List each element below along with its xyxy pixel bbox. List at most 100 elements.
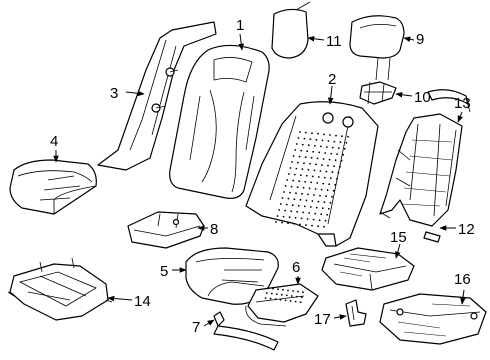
callout-9: 9 xyxy=(416,31,424,48)
callout-8: 8 xyxy=(210,221,218,238)
perforation-dot xyxy=(272,287,274,290)
perforation-dot xyxy=(282,288,284,291)
perforation-dot xyxy=(305,199,308,202)
perforation-dot xyxy=(287,289,289,292)
perforation-dot xyxy=(291,161,293,163)
perforation-dot xyxy=(275,293,278,296)
perforation-dot xyxy=(286,179,289,181)
perforation-dot xyxy=(279,298,282,301)
callout-1: 1 xyxy=(236,17,244,34)
perforation-dot xyxy=(331,195,333,198)
perforation-dot xyxy=(290,295,293,297)
perforation-dot xyxy=(335,134,337,137)
perforation-dot xyxy=(301,192,303,195)
perforation-dot xyxy=(313,144,316,147)
part-16-lower-seat-frame[interactable] xyxy=(379,293,487,345)
perforation-dot xyxy=(294,216,297,219)
perforation-dot xyxy=(284,299,287,302)
perforation-dot xyxy=(294,149,297,151)
perforation-dot xyxy=(305,224,307,226)
perforation-dot xyxy=(292,155,295,157)
callout-leaders xyxy=(53,33,466,327)
perforation-dot xyxy=(323,176,326,179)
part-17-bracket[interactable] xyxy=(345,299,367,327)
perforation-dot xyxy=(302,186,305,189)
callout-13: 13 xyxy=(454,95,471,112)
perforation-dot xyxy=(326,189,329,192)
perforation-dot xyxy=(295,143,298,145)
perforation-dot xyxy=(294,300,297,303)
part-14-seat-base[interactable] xyxy=(7,257,113,321)
part-2-backrest-frame[interactable] xyxy=(245,101,379,247)
perforation-dot xyxy=(308,212,311,214)
part-8-cushion-block[interactable] xyxy=(127,211,205,249)
perforation-dot xyxy=(320,188,323,191)
part-3-side-trim[interactable] xyxy=(97,21,217,171)
perforation-dot xyxy=(329,134,331,136)
perforation-dot xyxy=(322,182,325,185)
perforation-dot xyxy=(298,155,301,158)
perforation-dot xyxy=(285,294,288,297)
perforation-dot xyxy=(280,293,283,296)
perforation-dot xyxy=(299,131,301,133)
perforation-dot xyxy=(290,210,293,213)
perforation-dot xyxy=(293,198,296,201)
callout-11: 11 xyxy=(326,33,342,50)
part-15-seat-pan[interactable] xyxy=(321,247,415,291)
part-12-frame-assembly[interactable] xyxy=(379,113,463,243)
perforation-dot xyxy=(285,203,288,206)
part-13-handle-bar[interactable] xyxy=(427,89,471,113)
perforation-dot xyxy=(304,180,307,183)
perforation-dot xyxy=(310,156,313,159)
perforation-dot xyxy=(343,147,346,150)
perforation-dot xyxy=(316,182,319,184)
perforation-dot xyxy=(267,287,269,289)
part-10-headrest-guide[interactable] xyxy=(359,81,397,105)
perforation-dot xyxy=(306,218,309,220)
perforation-dot xyxy=(340,159,343,162)
perforation-dot xyxy=(306,150,309,153)
perforation-dot xyxy=(331,171,334,174)
perforation-dot xyxy=(335,177,338,180)
perforation-dot xyxy=(297,204,300,207)
perforation-dot xyxy=(299,223,301,226)
perforation-dot xyxy=(333,165,335,168)
perforation-dot xyxy=(296,186,299,189)
perforation-dot xyxy=(287,197,290,200)
perforation-dot xyxy=(312,218,315,221)
perforation-dot xyxy=(276,215,279,217)
perforation-dot xyxy=(317,132,319,135)
callout-7: 7 xyxy=(192,319,200,336)
perforation-dot xyxy=(300,217,303,220)
perforation-dot xyxy=(314,188,317,190)
perforation-dot xyxy=(269,297,272,300)
perforation-dot xyxy=(320,213,323,216)
perforation-dot xyxy=(323,133,325,136)
perforation-dot xyxy=(323,225,325,228)
perforation-dot xyxy=(311,224,313,227)
part-6-seat-cushion[interactable] xyxy=(245,283,319,327)
perforation-dot xyxy=(299,174,302,177)
perforation-dot xyxy=(309,138,312,141)
part-7-trim-strip[interactable] xyxy=(213,311,279,351)
perforation-dot xyxy=(327,140,330,142)
callout-12: 12 xyxy=(458,221,475,238)
callout-16: 16 xyxy=(454,271,471,288)
perforation-dot xyxy=(274,298,277,301)
perforation-dot xyxy=(329,177,332,180)
perforation-dot xyxy=(270,292,273,295)
part-11-headrest-cover[interactable] xyxy=(271,1,311,59)
perforation-dot xyxy=(283,191,285,193)
part-1-backrest-cover[interactable] xyxy=(169,44,270,199)
perforation-dot xyxy=(284,185,287,187)
perforation-dot xyxy=(296,210,299,213)
perforation-dot xyxy=(265,292,268,294)
part-4-seat-pad[interactable] xyxy=(9,159,97,215)
perforation-dot xyxy=(279,203,282,205)
perforation-dot xyxy=(333,140,336,143)
perforation-dot xyxy=(334,183,337,186)
part-9-headrest[interactable] xyxy=(349,15,405,81)
perforation-dot xyxy=(305,131,307,134)
perforation-dot xyxy=(315,206,318,209)
